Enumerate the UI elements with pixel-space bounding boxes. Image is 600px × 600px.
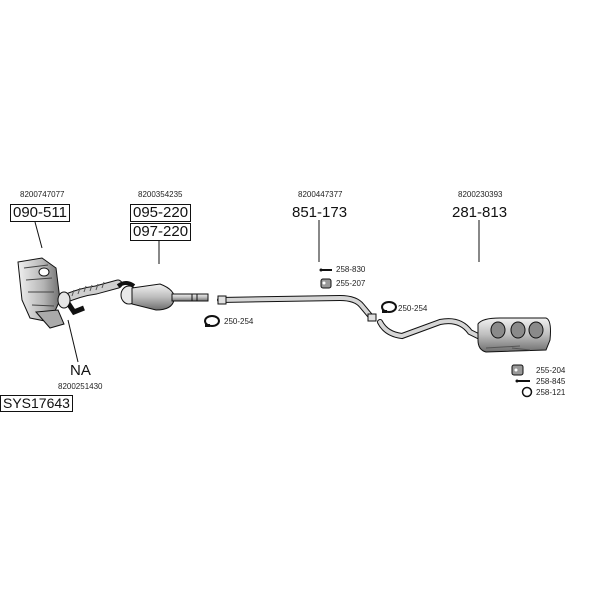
catalyst-ref: 8200354235 (138, 190, 183, 199)
clamp-center-code[interactable]: 250-254 (224, 317, 254, 326)
system-code-badge: SYS17643 (0, 395, 73, 412)
center-pipe-ref: 8200447377 (298, 190, 343, 199)
rubber-rear-code[interactable]: 255-204 (536, 366, 566, 375)
rear-silencer-code-link[interactable]: 281-813 (452, 204, 508, 221)
catalyst-alt-code-button[interactable]: 097-220 (130, 223, 192, 241)
front-pipe[interactable] (57, 279, 123, 316)
clamp-icon[interactable] (204, 315, 220, 327)
manifold-code-button[interactable]: 090-511 (10, 204, 70, 222)
exhaust-manifold[interactable] (17, 257, 65, 329)
bolt-rear-code[interactable]: 258-845 (536, 377, 566, 386)
clamp-icon[interactable] (381, 301, 397, 313)
ring-icon[interactable] (521, 386, 533, 398)
rubber-center-code[interactable]: 255-207 (336, 279, 366, 288)
rear-silencer[interactable] (377, 317, 551, 353)
center-pipe[interactable] (217, 294, 377, 322)
bolt-icon[interactable] (515, 379, 531, 383)
rubber-mount-icon[interactable] (511, 364, 524, 376)
center-pipe-code-link[interactable]: 851-173 (292, 204, 348, 221)
clamp-rear-code[interactable]: 250-254 (398, 304, 428, 313)
rubber-mount-icon[interactable] (320, 278, 332, 289)
front-pipe-ref: 8200251430 (58, 382, 103, 391)
leader-lines (34, 220, 480, 363)
ring-rear-code[interactable]: 258-121 (536, 388, 566, 397)
catalyst-code-button[interactable]: 095-220 (130, 204, 192, 222)
rear-silencer-ref: 8200230393 (458, 190, 503, 199)
front-pipe-code: NA (70, 362, 91, 379)
catalytic-converter[interactable] (116, 281, 209, 311)
bolt-icon[interactable] (319, 268, 333, 272)
bolt-center-code[interactable]: 258-830 (336, 265, 366, 274)
manifold-ref: 8200747077 (20, 190, 65, 199)
